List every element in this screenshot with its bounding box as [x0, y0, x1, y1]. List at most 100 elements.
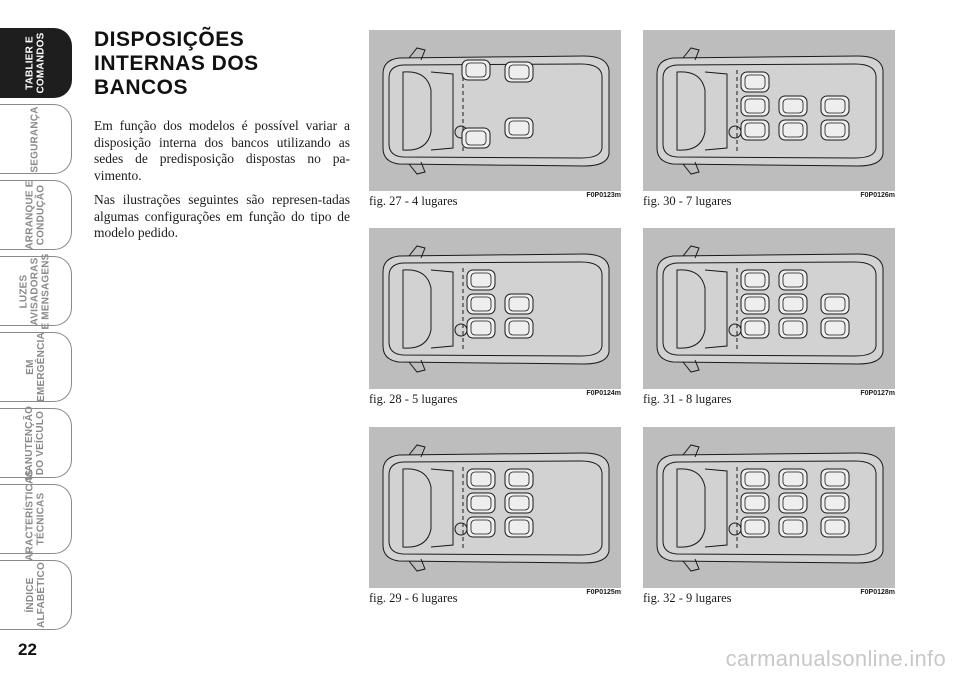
seat-icon	[740, 293, 770, 315]
van-inner-outline	[662, 261, 877, 357]
van-inner-outline	[388, 63, 603, 159]
mirror-outline	[408, 161, 426, 175]
van-inner-outline	[388, 261, 603, 357]
tab-indice[interactable]: ÍNDICE ALFABÉTICO	[0, 560, 72, 630]
figure-caption: fig. 27 - 4 lugares	[369, 194, 458, 208]
seat-icon	[504, 468, 534, 490]
tab-em-emergencia[interactable]: EM EMERGÊNCIA	[0, 332, 72, 402]
van-body-outline	[382, 452, 610, 564]
figure-caption: fig. 30 - 7 lugares	[643, 194, 732, 208]
section-title: DISPOSIÇÕES INTERNAS DOS BANCOS	[94, 28, 259, 99]
cab-outline	[704, 71, 728, 151]
figure-32: fig. 32 - 9 lugares F0P0128m	[643, 427, 895, 606]
seat-icon	[504, 293, 534, 315]
seat-icon	[504, 516, 534, 538]
watermark: carmanualsonline.info	[725, 646, 946, 671]
mirror-outline	[682, 245, 700, 259]
seat-icon	[740, 71, 770, 93]
seat-icon	[778, 95, 808, 117]
tab-label: ARRANQUE E CONDUÇÃO	[24, 180, 47, 250]
seating-diagram	[369, 228, 621, 389]
seating-diagram	[643, 427, 895, 588]
tab-luzes-avisadoras[interactable]: LUZES AVISADORAS E MENSAGENS	[0, 253, 72, 329]
seat-icon	[504, 61, 534, 83]
seating-diagram	[369, 427, 621, 588]
seat-icon	[466, 293, 496, 315]
seat-icon	[466, 317, 496, 339]
van-icon	[656, 47, 884, 175]
mirror-outline	[682, 161, 700, 175]
van-icon	[382, 245, 610, 373]
figure-30: fig. 30 - 7 lugares F0P0126m	[643, 30, 895, 209]
seat-icon	[461, 59, 491, 81]
seat-icon	[778, 293, 808, 315]
mirror-outline	[682, 558, 700, 572]
seat-icon	[504, 492, 534, 514]
van-body-outline	[382, 55, 610, 167]
tab-seguranca[interactable]: SEGURANÇA	[0, 104, 72, 174]
mirror-outline	[408, 359, 426, 373]
windshield-outline	[402, 71, 432, 151]
tab-label: EM EMERGÊNCIA	[24, 332, 47, 402]
van-icon	[382, 47, 610, 175]
van-inner-outline	[388, 460, 603, 556]
van-body-outline	[382, 253, 610, 365]
seating-diagram	[643, 228, 895, 389]
figure-27: fig. 27 - 4 lugares F0P0123m	[369, 30, 621, 209]
seat-icon	[778, 317, 808, 339]
seat-icon	[778, 516, 808, 538]
van-icon	[656, 444, 884, 572]
seat-icon	[778, 269, 808, 291]
tab-tablier-comandos[interactable]: TABLIER E COMANDOS	[0, 28, 72, 98]
page-number: 22	[18, 640, 37, 659]
seat-icon	[820, 95, 850, 117]
windshield-outline	[402, 468, 432, 548]
cab-outline	[430, 269, 454, 349]
seat-icon	[504, 317, 534, 339]
seat-icon	[466, 269, 496, 291]
van-icon	[656, 245, 884, 373]
mirror-outline	[682, 444, 700, 458]
seat-icon	[740, 468, 770, 490]
tab-arranque-conducao[interactable]: ARRANQUE E CONDUÇÃO	[0, 180, 72, 250]
seat-icon	[466, 492, 496, 514]
figure-code: F0P0127m	[860, 390, 895, 397]
mirror-outline	[408, 558, 426, 572]
seat-icon	[461, 127, 491, 149]
windshield-outline	[676, 468, 706, 548]
seat-icon	[820, 317, 850, 339]
figure-code: F0P0123m	[586, 192, 621, 199]
seating-diagram	[369, 30, 621, 191]
seat-icon	[778, 468, 808, 490]
seat-icon	[466, 516, 496, 538]
seat-icon	[740, 95, 770, 117]
body-paragraph: Em função dos modelos é possível variar …	[94, 118, 350, 183]
tab-label: CARACTERÍSTICAS TÉCNICAS	[24, 469, 47, 569]
van-icon	[382, 444, 610, 572]
cab-outline	[704, 269, 728, 349]
seat-icon	[740, 269, 770, 291]
mirror-outline	[408, 444, 426, 458]
mirror-outline	[408, 245, 426, 259]
van-inner-outline	[662, 63, 877, 159]
cab-outline	[430, 468, 454, 548]
tab-label: TABLIER E COMANDOS	[24, 32, 47, 94]
mirror-outline	[682, 47, 700, 61]
figure-code: F0P0128m	[860, 589, 895, 596]
cab-outline	[430, 71, 454, 151]
tab-manutencao[interactable]: MANUTENÇÃO DO VEÍCULO	[0, 406, 72, 480]
seat-icon	[740, 317, 770, 339]
body-paragraph: Nas ilustrações seguintes são represen-t…	[94, 192, 350, 240]
seat-icon	[740, 492, 770, 514]
figure-code: F0P0126m	[860, 192, 895, 199]
tab-caracteristicas[interactable]: CARACTERÍSTICAS TÉCNICAS	[0, 470, 72, 568]
windshield-outline	[402, 269, 432, 349]
seat-icon	[504, 117, 534, 139]
seat-icon	[778, 119, 808, 141]
figure-caption: fig. 32 - 9 lugares	[643, 591, 732, 605]
van-inner-outline	[662, 460, 877, 556]
tab-label: ÍNDICE ALFABÉTICO	[24, 562, 47, 628]
seat-icon	[466, 468, 496, 490]
